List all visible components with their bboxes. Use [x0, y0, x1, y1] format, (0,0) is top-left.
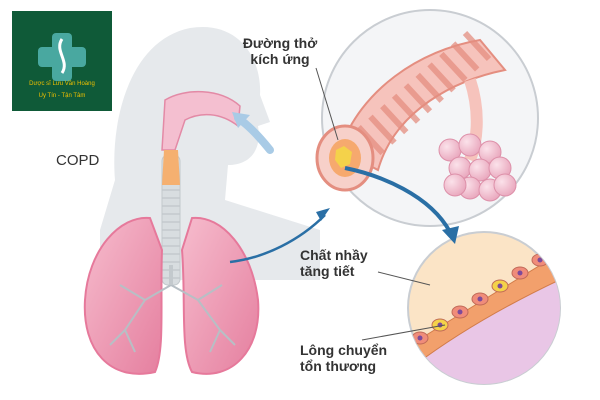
alveoli-cluster [438, 133, 517, 202]
mucus-label: Chất nhầy tăng tiết [300, 247, 390, 279]
mucus-line2: tăng tiết [300, 263, 355, 279]
mucus-line1: Chất nhầy [300, 247, 368, 263]
medical-cross-icon: Dược sĩ Lưu Văn Hoàng Uy Tín - Tận Tâm [29, 33, 95, 99]
airway-stripe [391, 93, 421, 124]
condition-label: COPD [56, 152, 100, 169]
cell-nucleus [477, 296, 483, 302]
alveolus [458, 133, 482, 157]
arrow-to-airway [229, 214, 326, 264]
logo-title: Dược sĩ Lưu Văn Hoàng [29, 81, 95, 87]
cell-nucleus [517, 270, 523, 276]
cell-nucleus [417, 335, 423, 341]
airway-stripe [380, 104, 409, 135]
cell-nucleus [537, 257, 543, 263]
airway-stripe [462, 30, 492, 62]
irritated-airway-label: Đường thở kích ứng [230, 35, 330, 67]
arrow-to-tissue [344, 166, 452, 233]
cell-nucleus [497, 283, 503, 289]
brand-logo: Dược sĩ Lưu Văn Hoàng Uy Tín - Tận Tâm [12, 11, 112, 111]
bronchial-tree [109, 265, 236, 353]
airway-stripe [403, 83, 433, 114]
cell-nucleus [457, 309, 463, 315]
cell-nucleus [437, 322, 443, 328]
alveolus [493, 173, 517, 197]
airway-stripe [439, 51, 468, 82]
cilia-label: Lông chuyển tổn thương [300, 342, 400, 374]
alveolus [443, 173, 467, 197]
irritated-airway-line1: Đường thở [242, 35, 318, 51]
airway-cross-section [315, 124, 375, 192]
pointer-cilia [361, 324, 446, 341]
airway-stripe [450, 41, 480, 72]
logo-slogan: Uy Tín - Tận Tâm [39, 93, 86, 99]
airway-stripe [427, 62, 456, 93]
right-lung [180, 216, 260, 375]
cilia-line2: tổn thương [300, 358, 377, 374]
pointer-mucus [377, 271, 431, 286]
head-silhouette [100, 26, 320, 280]
trachea [161, 150, 181, 286]
epithelium [408, 249, 560, 384]
irritated-airway-line2: kích ứng [250, 51, 310, 67]
pointer-irritated [315, 67, 339, 141]
airway-stripe [368, 114, 397, 145]
airway-stripe [415, 72, 444, 103]
left-lung [83, 216, 164, 375]
cilia-line1: Lông chuyển [300, 342, 388, 358]
